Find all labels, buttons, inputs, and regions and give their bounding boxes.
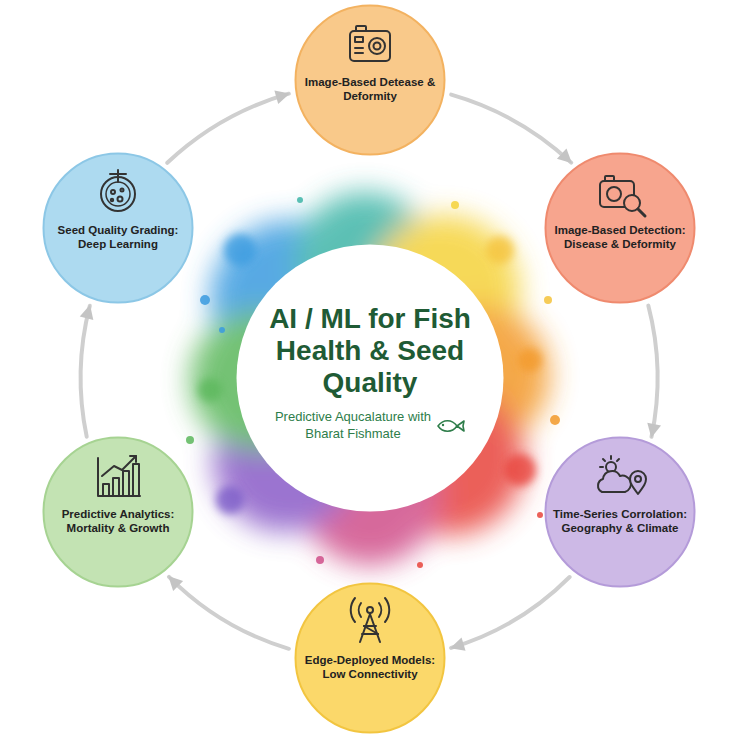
subtitle-row: Predictive Aqucalature with Bharat Fishm… bbox=[274, 409, 466, 443]
text-group: AI / ML for Fish Health & Seed QualityPr… bbox=[235, 243, 505, 513]
topic-label: Image-Based Detection: Disease & Deformi… bbox=[547, 224, 693, 252]
topic-circle: Predictive Analytics: Mortality & Growth bbox=[42, 436, 194, 588]
fish-icon bbox=[436, 417, 466, 435]
camera-icon bbox=[350, 26, 390, 61]
topic-label: Predictive Analytics: Mortality & Growth bbox=[45, 508, 191, 536]
text-group: Time-Series Corrolation: Geography & Cli… bbox=[544, 508, 696, 536]
topic-circle: Image-Based Detection: Disease & Deformi… bbox=[544, 152, 696, 304]
topic-circle: Image-Based Detease & Deformity bbox=[294, 4, 446, 156]
cycle-arrow bbox=[167, 94, 288, 163]
antenna-tower-icon bbox=[351, 598, 390, 642]
text-group: Edge-Deployed Models: Low Connectivity bbox=[294, 654, 446, 682]
petri-dish-icon bbox=[101, 170, 135, 211]
weather-location-icon bbox=[598, 456, 646, 494]
topic-circle: Edge-Deployed Models: Low Connectivity bbox=[294, 582, 446, 734]
camera-magnifier-icon bbox=[600, 176, 645, 216]
topic-circle: Seed Quality Grading: Deep Learning bbox=[42, 152, 194, 304]
text-group: Image-Based Detease & Deformity bbox=[294, 76, 446, 104]
growth-chart-icon bbox=[98, 456, 140, 496]
cycle-arrow bbox=[648, 306, 657, 437]
topic-label: Image-Based Detease & Deformity bbox=[297, 76, 443, 104]
cycle-arrow bbox=[81, 306, 90, 437]
cycle-arrow bbox=[451, 95, 571, 163]
hub-circle: AI / ML for Fish Health & Seed QualityPr… bbox=[235, 243, 505, 513]
topic-circle: Time-Series Corrolation: Geography & Cli… bbox=[544, 436, 696, 588]
hub-subtitle: Predictive Aqucalature with Bharat Fishm… bbox=[274, 409, 432, 443]
cycle-arrow bbox=[451, 577, 569, 648]
text-group: Image-Based Detection: Disease & Deformi… bbox=[544, 224, 696, 252]
topic-label: Time-Series Corrolation: Geography & Cli… bbox=[547, 508, 693, 536]
topic-label: Edge-Deployed Models: Low Connectivity bbox=[297, 654, 443, 682]
text-group: Seed Quality Grading: Deep Learning bbox=[42, 224, 194, 252]
cycle-arrow bbox=[169, 577, 289, 649]
hub-title: AI / ML for Fish Health & Seed Quality bbox=[252, 303, 488, 400]
topic-label: Seed Quality Grading: Deep Learning bbox=[45, 224, 191, 252]
text-group: Predictive Analytics: Mortality & Growth bbox=[42, 508, 194, 536]
